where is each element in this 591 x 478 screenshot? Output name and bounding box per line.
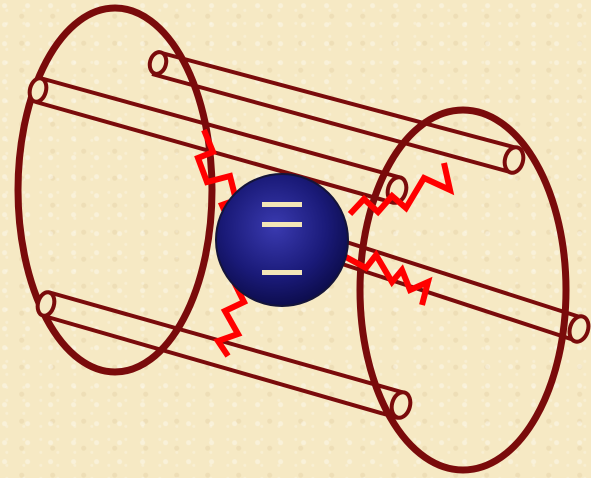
tube-upper — [27, 76, 409, 205]
sphere-bar-2 — [262, 222, 302, 227]
tube-top-end — [502, 145, 526, 175]
tube-right-end — [566, 314, 591, 344]
right-ring — [360, 110, 566, 470]
sphere-bar-1 — [262, 202, 302, 207]
sphere-bar-3 — [262, 270, 302, 275]
quark-sphere — [216, 174, 348, 306]
